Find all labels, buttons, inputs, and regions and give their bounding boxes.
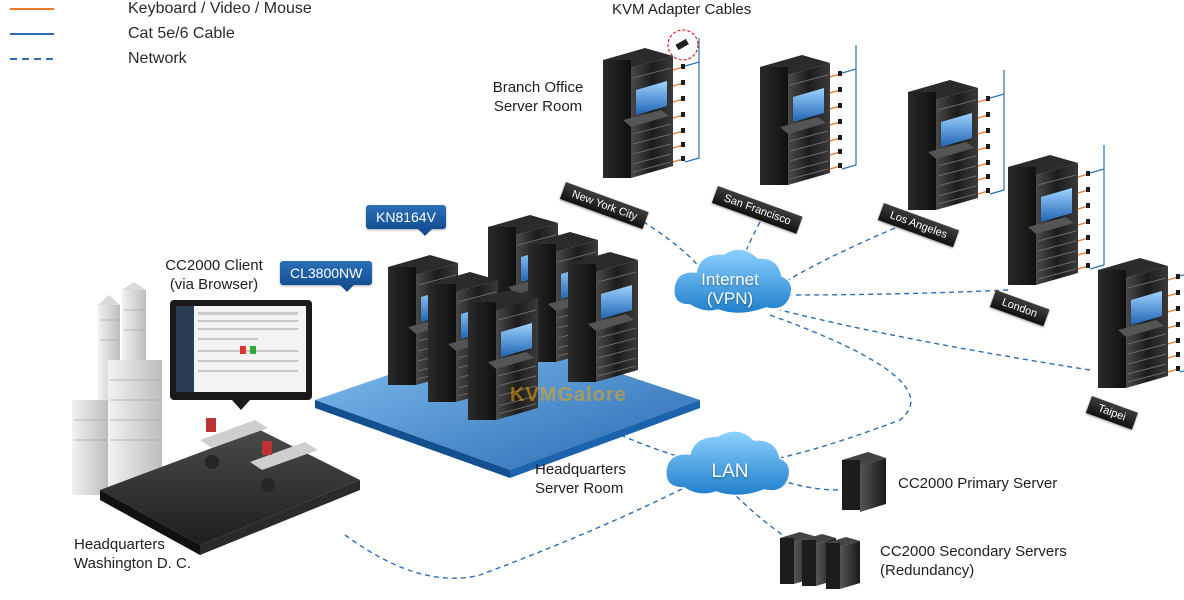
internet-cloud-shape	[673, 248, 793, 315]
client-monitor	[170, 300, 312, 410]
hq-floor	[100, 418, 360, 555]
link-lan-primary	[779, 479, 841, 491]
secondary-servers-shape	[780, 532, 860, 589]
legend-lines	[10, 8, 54, 60]
headquarters-location-label: Headquarters Washington D. C.	[74, 536, 191, 572]
legend-item-cat: Cat 5e/6 Cable	[128, 23, 235, 45]
kn8164v-callout: KN8164V	[366, 205, 446, 236]
cc2000-client-label: CC2000 Client (via Browser)	[165, 257, 263, 293]
primary-server-label: CC2000 Primary Server	[898, 475, 1058, 492]
legend-item-kvm: Keyboard / Video / Mouse	[128, 0, 312, 20]
link-client-lan	[344, 484, 691, 579]
link-london-internet	[784, 289, 1009, 296]
cl3800nw-callout: CL3800NW	[280, 261, 373, 292]
lan-cloud-label: LAN	[711, 461, 749, 482]
link-taipei-internet	[779, 309, 1091, 371]
primary-server-shape	[842, 452, 886, 512]
legend-label: Keyboard / Video / Mouse	[128, 0, 312, 17]
branch-office-label: Branch Office Server Room	[492, 79, 584, 115]
kvm-adapter-highlight	[667, 29, 699, 61]
legend-label: Network	[128, 50, 187, 67]
link-la-internet	[779, 227, 896, 286]
kvm-adapter-cables-label: KVM Adapter Cables	[612, 1, 752, 18]
city-buildings	[72, 282, 162, 495]
link-lan-secondary	[729, 489, 791, 541]
watermark-logo: KVMGalore	[510, 384, 627, 406]
internet-cloud-label: Internet (VPN)	[701, 270, 759, 308]
legend-label: Cat 5e/6 Cable	[128, 25, 235, 42]
headquarters-server-room-label: Headquarters Server Room	[535, 461, 626, 497]
legend-item-network: Network	[128, 48, 187, 70]
lan-cloud-shape	[665, 430, 791, 497]
secondary-servers-label: CC2000 Secondary Servers (Redundancy)	[880, 543, 1067, 579]
link-internet-lan	[769, 314, 912, 461]
